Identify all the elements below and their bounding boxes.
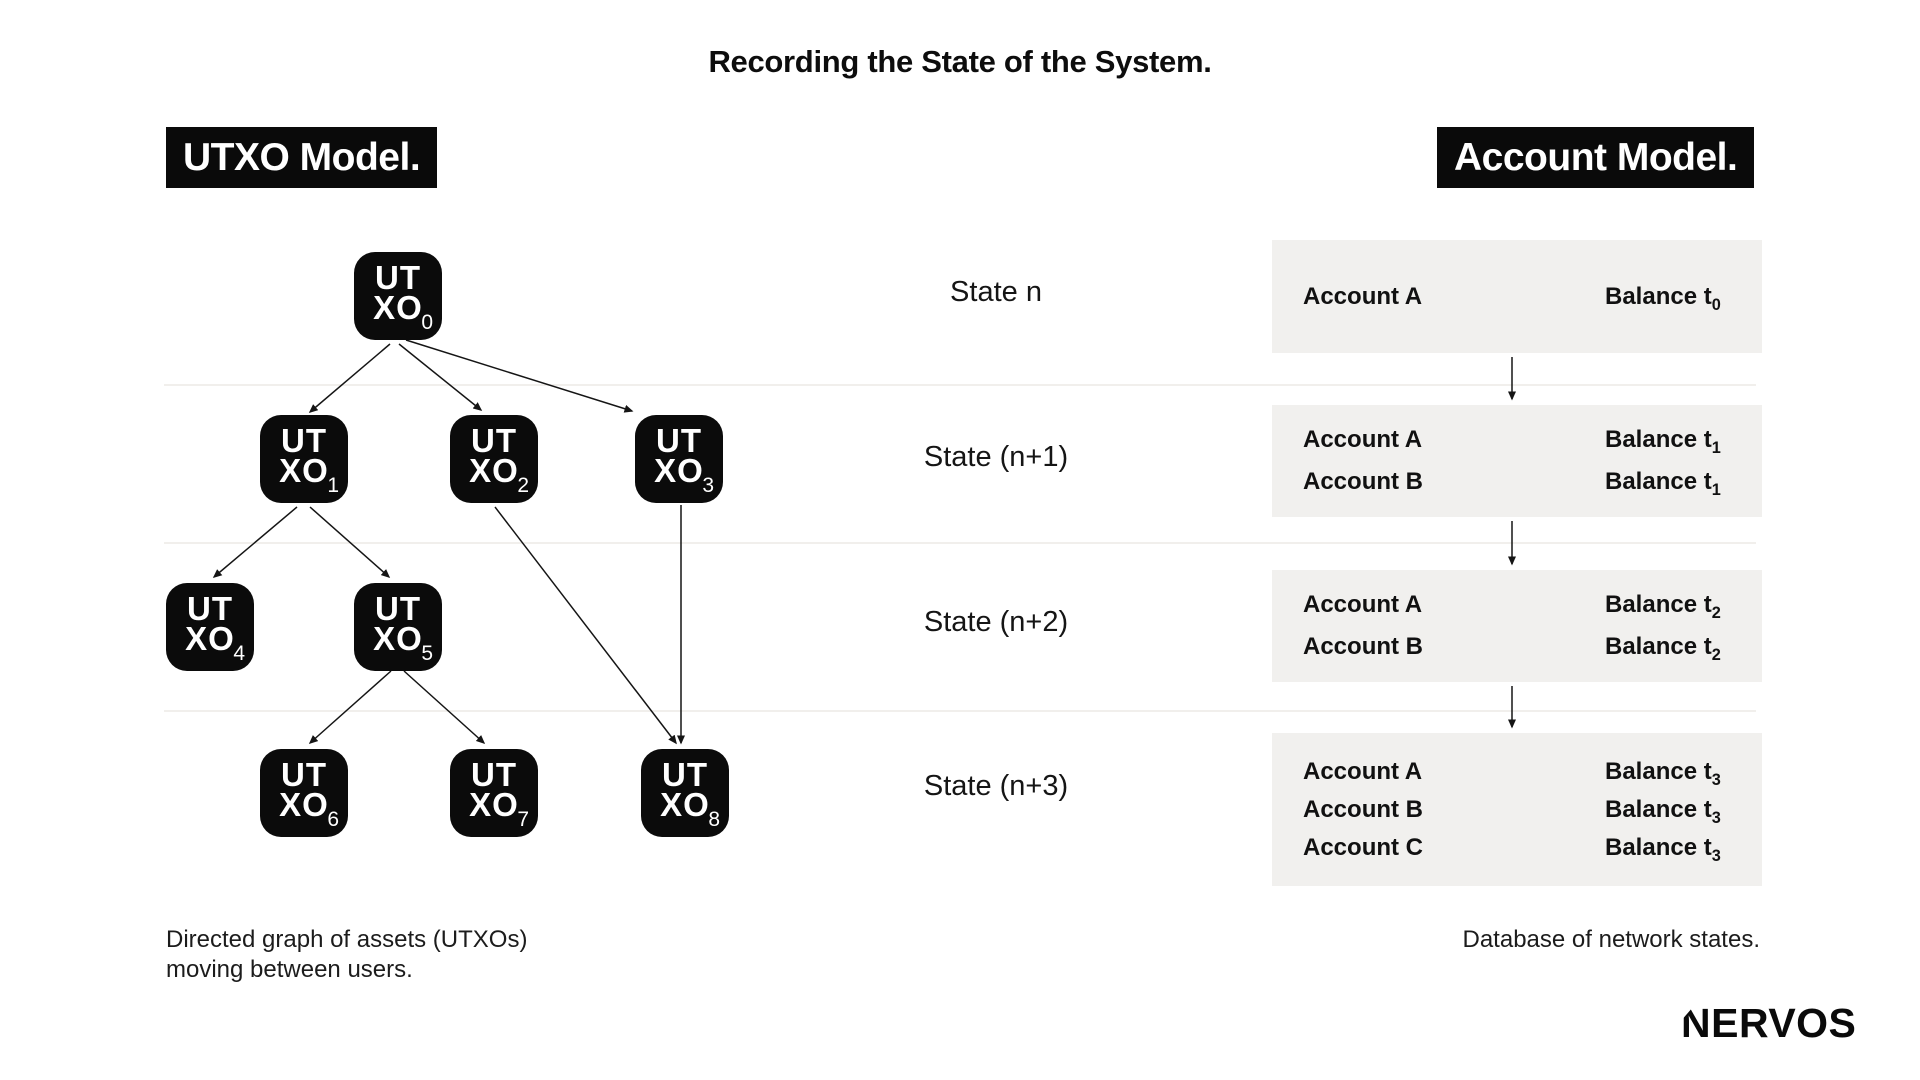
account-row: Account B Balance t2 <box>1272 632 1762 664</box>
account-model-badge: Account Model. <box>1437 127 1755 188</box>
nervos-logo-text: NERVOS <box>1681 1000 1857 1046</box>
account-row: Account B Balance t1 <box>1272 467 1762 499</box>
state-label: State (n+2) <box>923 606 1069 638</box>
account-name: Account B <box>1303 633 1423 660</box>
utxo-node-index: 5 <box>421 642 433 665</box>
utxo-node-index: 8 <box>708 808 720 831</box>
utxo-edge-5-7 <box>403 670 486 745</box>
utxo-edge-1-4 <box>212 506 298 578</box>
state-label: State (n+1) <box>923 441 1069 473</box>
account-state-box-2: Account A Balance t2 Account B Balance t2 <box>1272 570 1762 682</box>
balance-value: Balance t0 <box>1605 282 1721 314</box>
utxo-caption: Directed graph of assets (UTXOs) moving … <box>166 925 527 985</box>
utxo-node-index: 4 <box>233 642 245 665</box>
utxo-node-index: 6 <box>327 808 339 831</box>
account-name: Account A <box>1303 426 1423 453</box>
utxo-node-index: 0 <box>421 311 433 334</box>
nervos-logo: NERVOS <box>1680 1000 1857 1047</box>
account-row: Account A Balance t3 <box>1272 757 1762 789</box>
utxo-edge-0-1 <box>308 343 391 413</box>
balance-value: Balance t3 <box>1605 833 1721 865</box>
account-name: Account B <box>1303 795 1423 823</box>
account-row: Account A Balance t1 <box>1272 425 1762 457</box>
row-separator <box>164 542 1756 544</box>
page-title: Recording the State of the System. <box>708 44 1212 79</box>
balance-value: Balance t2 <box>1605 591 1721 622</box>
utxo-node-index: 3 <box>702 474 714 497</box>
account-name: Account B <box>1303 468 1423 495</box>
account-caption: Database of network states. <box>1462 926 1761 953</box>
utxo-node-index: 2 <box>517 474 529 497</box>
account-name: Account A <box>1303 591 1423 618</box>
utxo-edge-1-5 <box>309 506 391 578</box>
utxo-node-index: 7 <box>517 808 529 831</box>
balance-value: Balance t3 <box>1605 795 1721 827</box>
utxo-edge-2-8 <box>494 506 677 745</box>
balance-value: Balance t3 <box>1605 757 1721 789</box>
state-label: State (n+3) <box>923 770 1069 802</box>
utxo-edge-5-6 <box>308 670 392 744</box>
balance-value: Balance t1 <box>1605 426 1721 457</box>
account-name: Account A <box>1303 282 1423 310</box>
row-separator <box>164 384 1756 386</box>
balance-value: Balance t1 <box>1605 468 1721 499</box>
balance-value: Balance t2 <box>1605 633 1721 664</box>
utxo-edges <box>212 339 685 745</box>
account-row: Account B Balance t3 <box>1272 795 1762 827</box>
state-label: State n <box>950 276 1042 308</box>
account-row: Account C Balance t3 <box>1272 833 1762 865</box>
utxo-edge-0-3 <box>405 339 634 413</box>
account-row: Account A Balance t0 <box>1272 282 1762 314</box>
account-name: Account A <box>1303 757 1423 785</box>
account-name: Account C <box>1303 833 1423 861</box>
nervos-logo-n-cut <box>1680 1007 1693 1022</box>
utxo-model-badge: UTXO Model. <box>166 127 438 188</box>
account-row: Account A Balance t2 <box>1272 590 1762 622</box>
utxo-caption-line1: Directed graph of assets (UTXOs) <box>166 926 528 953</box>
account-state-box-1: Account A Balance t1 Account B Balance t1 <box>1272 405 1762 517</box>
utxo-caption-line2: moving between users. <box>166 956 413 983</box>
row-separator <box>164 710 1756 712</box>
utxo-edge-0-2 <box>398 343 483 411</box>
account-state-box-0: Account A Balance t0 <box>1272 240 1762 353</box>
utxo-node-index: 1 <box>327 474 339 497</box>
